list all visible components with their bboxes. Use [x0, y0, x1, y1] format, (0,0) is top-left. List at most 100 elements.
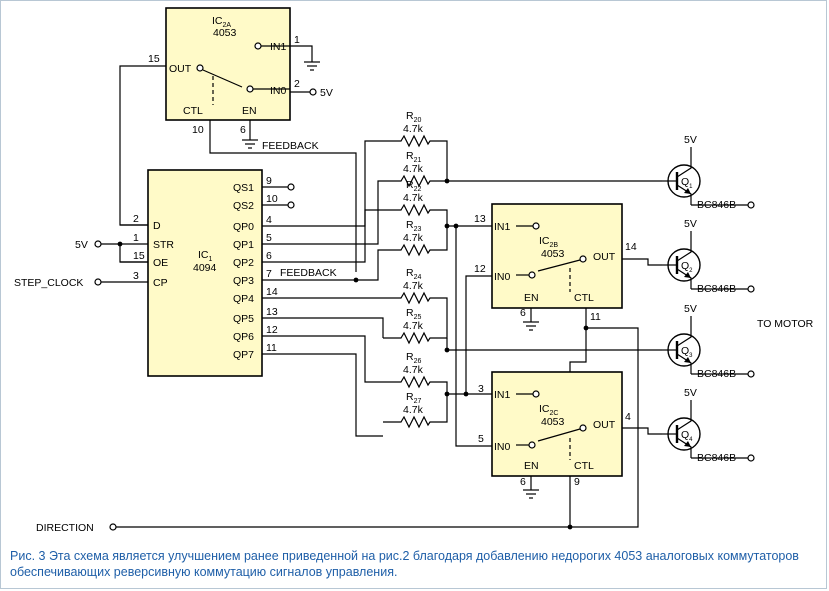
ic2a-pin-ctl: CTL — [183, 105, 203, 117]
motor-terminal-icon — [747, 454, 755, 462]
ic1-pin-qp7: QP7 — [233, 349, 254, 361]
feedback-label-qp3: FEEDBACK — [280, 267, 337, 279]
ic2a-num-ctl: 10 — [192, 124, 204, 136]
ic1-num-qp5: 13 — [266, 306, 278, 318]
resistor-value: 4.7k — [403, 364, 424, 376]
ic2a-num-out: 15 — [148, 53, 160, 65]
emitter-arrow-icon — [684, 441, 691, 447]
ic2a-num-in1: 1 — [294, 34, 300, 46]
transistor-supply: 5V — [684, 134, 697, 146]
str-5v-label: 5V — [75, 239, 88, 251]
ic1-pin-qp3: QP3 — [233, 275, 254, 287]
ic2c-pin-in0: IN0 — [494, 441, 511, 453]
ic2c-pin-in1: IN1 — [494, 389, 511, 401]
ic1-pin-qs1: QS1 — [233, 182, 254, 194]
ic1-pin-qp1: QP1 — [233, 239, 254, 251]
ic2a-in0-5v: 5V — [320, 87, 333, 99]
schematic: IC2A 4053 OUT IN1 IN0 CTL EN 1 2 5V 15 1… — [14, 7, 814, 534]
ic1-num-qp3: 7 — [266, 268, 272, 280]
resistor-icon — [383, 375, 433, 389]
ic2b: IC2B 4053 IN1 IN0 OUT EN CTL 13 12 14 6 … — [474, 203, 662, 372]
ic1-num-qp6: 12 — [266, 324, 278, 336]
ic2b-pin-en: EN — [524, 292, 539, 304]
ic2b-num-en: 6 — [520, 307, 526, 319]
ic1-pin-str: STR — [153, 239, 174, 251]
step-clock-label: STEP_CLOCK — [14, 277, 83, 289]
ic2a-contact-in0 — [246, 85, 254, 93]
motor-terminal-icon — [747, 370, 755, 378]
resistor-icon — [383, 291, 433, 305]
resistor-name: R21 — [406, 150, 421, 164]
transistor-supply: 5V — [684, 387, 697, 399]
resistor-icon — [383, 174, 433, 188]
resistor-icon — [383, 243, 433, 257]
ic2b-pin-out: OUT — [593, 251, 616, 263]
ic2b-part: 4053 — [541, 248, 565, 260]
resistor-value: 4.7k — [403, 280, 424, 292]
ic2a-pin-in1: IN1 — [270, 41, 287, 53]
resistor-name: R20 — [406, 110, 421, 124]
ic2a: IC2A 4053 OUT IN1 IN0 CTL EN 1 2 5V 15 1… — [119, 7, 357, 272]
resistor-value: 4.7k — [403, 123, 424, 135]
ic1-num-qp1: 5 — [266, 232, 272, 244]
emitter-arrow-icon — [684, 272, 691, 278]
resistor-nodes — [433, 140, 662, 447]
ic1-num-qp0: 4 — [266, 214, 272, 226]
resistor-name: R27 — [406, 391, 421, 405]
ic2b-num-in0: 12 — [474, 263, 486, 275]
resistor-icon — [383, 134, 433, 148]
resistor-name: R23 — [406, 219, 421, 233]
ic2a-pin-in0: IN0 — [270, 85, 287, 97]
ic2c: IC2C 4053 IN1 IN0 OUT EN CTL 3 5 4 6 9 — [478, 371, 662, 528]
ic1-pin-qp4: QP4 — [233, 293, 254, 305]
ic2a-switch-blade — [202, 69, 243, 88]
ic1-pin-cp: CP — [153, 277, 168, 289]
ic2a-part: 4053 — [213, 27, 237, 39]
ic2c-num-en: 6 — [520, 476, 526, 488]
emitter-arrow-icon — [684, 357, 691, 363]
ic1-pin-qs2: QS2 — [233, 200, 254, 212]
resistor-icon — [383, 331, 433, 345]
ic1-pin-qp6: QP6 — [233, 331, 254, 343]
ic2c-pin-en: EN — [524, 460, 539, 472]
ic1-pin-oe: OE — [153, 257, 168, 269]
ic1-num-qs2: 10 — [266, 193, 278, 205]
motor-terminal-icon — [747, 201, 755, 209]
qs1-terminal — [287, 183, 295, 191]
ic2c-num-in1: 3 — [478, 383, 484, 395]
qs2-terminal — [287, 201, 295, 209]
ic1-num-str: 1 — [133, 232, 139, 244]
ic1-pin-d: D — [153, 220, 161, 232]
ic1-num-qp7: 11 — [266, 342, 277, 354]
ic2b-pin-in1: IN1 — [494, 221, 511, 233]
ic1-body — [147, 169, 263, 377]
ic2c-num-out: 4 — [625, 411, 631, 423]
ic2a-pin-out: OUT — [169, 63, 192, 75]
qp-wiring — [262, 140, 384, 437]
resistor-bank: R204.7kR214.7kR224.7kR234.7kR244.7kR254.… — [383, 110, 433, 429]
ic2b-num-out: 14 — [625, 241, 637, 253]
ic1-pin-qp0: QP0 — [233, 221, 254, 233]
ic2c-pin-ctl: CTL — [574, 460, 594, 472]
resistor-name: R26 — [406, 351, 421, 365]
ic2c-body — [491, 371, 623, 477]
transistor-supply: 5V — [684, 218, 697, 230]
ic1-num-qs1: 9 — [266, 175, 272, 187]
ic2c-num-in0: 5 — [478, 433, 484, 445]
emitter-arrow-icon — [684, 188, 691, 194]
direction-net: DIRECTION — [36, 325, 639, 534]
resistor-icon — [383, 415, 433, 429]
resistor-value: 4.7k — [403, 163, 424, 175]
ic1-pin-qp5: QP5 — [233, 313, 254, 325]
resistor-name: R24 — [406, 267, 421, 281]
